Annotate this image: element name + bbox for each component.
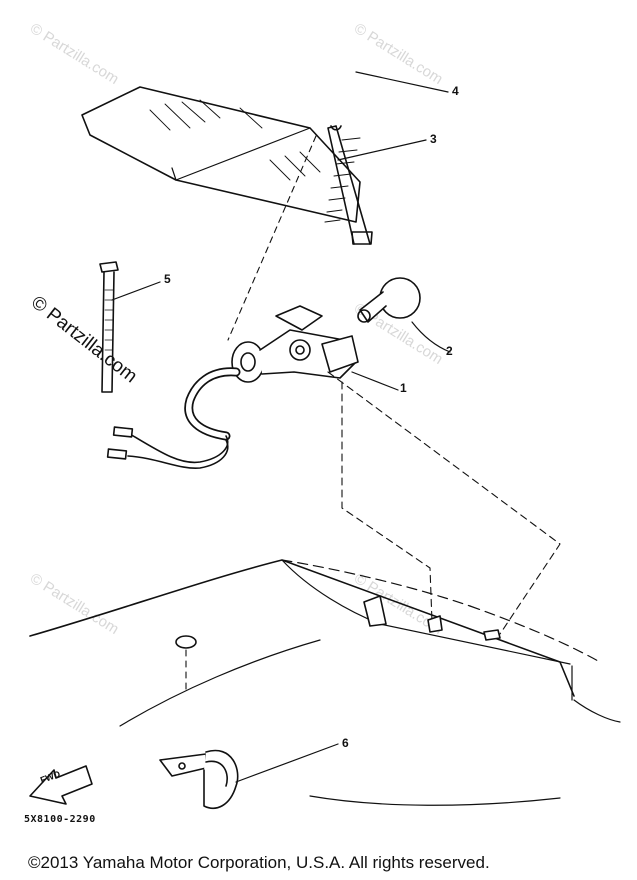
fwd-arrow-icon — [29, 765, 93, 805]
callout-5: 5 — [164, 272, 171, 286]
callout-3: 3 — [430, 132, 437, 146]
part-code: 5X8100-2290 — [24, 814, 96, 825]
callout-4: 4 — [452, 84, 459, 98]
wire-harness — [106, 367, 241, 469]
lens-cover-part — [81, 86, 361, 223]
callout-2: 2 — [446, 344, 453, 358]
hull-outline — [29, 559, 621, 806]
bulb-part — [357, 277, 421, 323]
cable-tie-part — [99, 261, 119, 393]
socket-part — [231, 305, 359, 383]
bolt-part — [324, 125, 373, 245]
callout-1: 1 — [400, 381, 407, 395]
grommet-part — [175, 635, 197, 649]
callout-6: 6 — [342, 736, 349, 750]
copyright-text: ©2013 Yamaha Motor Corporation, U.S.A. A… — [28, 853, 490, 872]
bracket-part — [159, 749, 239, 810]
